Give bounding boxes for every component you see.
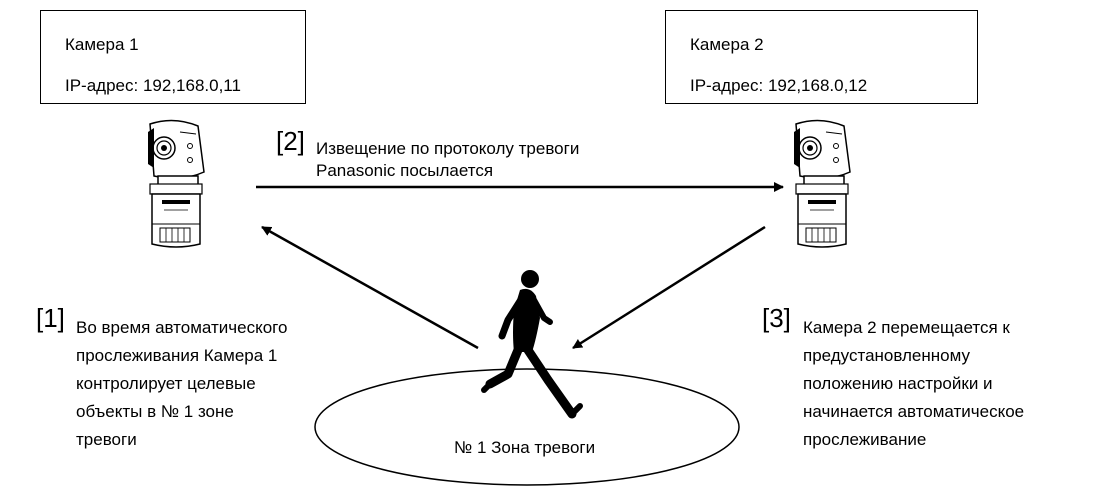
camera2-name: Камера 2: [690, 35, 764, 54]
step3-text-line4: начинается автоматическое: [803, 402, 1025, 421]
step2-text-line1: Извещение по протоколу тревоги: [316, 139, 580, 158]
running-person-icon: [481, 270, 583, 419]
step3-number: [3]: [762, 303, 791, 333]
step1-number: [1]: [36, 303, 65, 333]
arrow-camera2-to-zone: [572, 225, 766, 350]
step1-text-line2: прослеживания Камера 1: [76, 346, 278, 365]
camera1-name: Камера 1: [65, 35, 139, 54]
camera2-info-box: Камера 2 IP-адрес: 192,168.0,12: [665, 10, 978, 104]
camera1-ptz-camera-icon: [147, 119, 205, 248]
step3-text-line2: предустановленному: [803, 346, 970, 365]
step1-text-line4: объекты в № 1 зоне: [76, 402, 234, 421]
camera2-ip: IP-адрес: 192,168.0,12: [690, 76, 868, 95]
step1-text-line1: Во время автоматического: [76, 318, 288, 337]
step1-text-line3: контролирует целевые: [76, 374, 256, 393]
camera1-info-box: Камера 1 IP-адрес: 192,168.0,11: [40, 10, 306, 104]
step2-text-line2: Panasonic посылается: [316, 161, 494, 180]
step3-text-line1: Камера 2 перемещается к: [803, 318, 1010, 337]
step1-text-line5: тревоги: [76, 430, 137, 449]
step2-number: [2]: [276, 126, 305, 156]
step3-text-line5: прослеживание: [803, 430, 927, 449]
arrow-zone-to-camera1: [261, 225, 479, 350]
camera1-ip: IP-адрес: 192,168.0,11: [65, 76, 241, 95]
alarm-zone-label: № 1 Зона тревоги: [454, 438, 596, 457]
alarm-zone-ellipse: [314, 368, 740, 486]
camera2-ptz-camera-icon: [793, 119, 851, 248]
step3-text-line3: положению настройки и: [803, 374, 993, 393]
